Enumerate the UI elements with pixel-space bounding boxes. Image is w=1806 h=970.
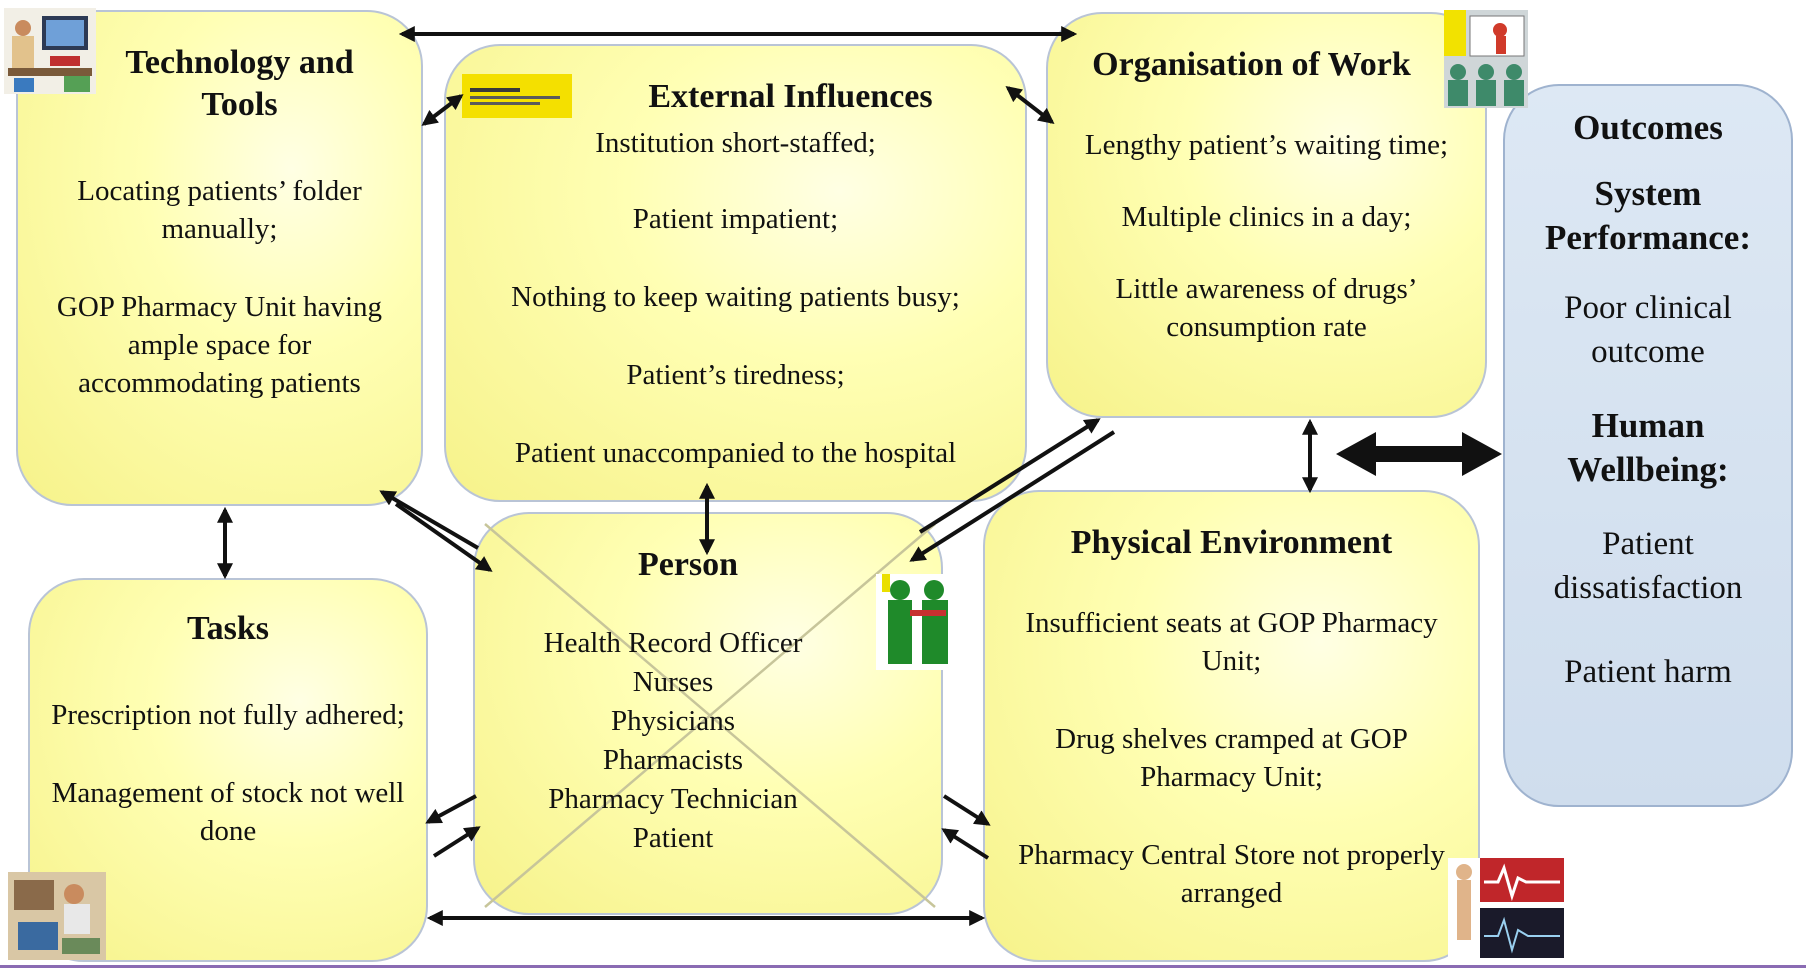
organisation-item: Multiple clinics in a day; xyxy=(1121,201,1412,233)
external-item: Nothing to keep waiting patients busy; xyxy=(511,281,960,313)
person-item: Patient xyxy=(632,822,714,854)
person-box: Person Health Record Officer Nurses Phys… xyxy=(473,512,943,915)
external-influences-title: External Influences xyxy=(648,78,933,115)
person-item: Pharmacists xyxy=(602,744,744,776)
person-cross-lines xyxy=(484,523,936,908)
tasks-title: Tasks xyxy=(187,610,269,647)
person-items: Health Record Officer Nurses Physicians … xyxy=(485,624,861,858)
person-item: Pharmacy Technician xyxy=(548,783,798,815)
external-item: Patient’s tiredness; xyxy=(626,359,845,391)
physical-environment-box: Physical Environment Insufficient seats … xyxy=(983,490,1480,962)
organisation-of-work-box: Organisation of Work Lengthy patient’s w… xyxy=(1046,12,1487,418)
physical-item: Pharmacy Central Store not properly arra… xyxy=(1018,839,1445,909)
green-people-picture xyxy=(876,574,966,670)
human-wellbeing-heading: Human Wellbeing: xyxy=(1567,406,1729,489)
organisation-item: Lengthy patient’s waiting time; xyxy=(1084,129,1449,161)
organisation-of-work-title: Organisation of Work xyxy=(1092,46,1411,83)
person-item: Physicians xyxy=(610,705,736,737)
organisation-items: Lengthy patient’s waiting time; Multiple… xyxy=(1066,126,1467,386)
person-title: Person xyxy=(637,546,739,583)
external-items: Institution short-staffed; Patient impat… xyxy=(456,124,1015,512)
arrow-person-tasks xyxy=(425,794,477,824)
tasks-item: Prescription not fully adhered; xyxy=(51,699,405,731)
person-item: Nurses xyxy=(632,666,714,698)
arrow-physical-person xyxy=(941,828,990,860)
bottom-accent-line xyxy=(0,965,1806,968)
human-wellbeing-item: Patient harm xyxy=(1564,654,1732,690)
arrow-tasks-person xyxy=(432,826,481,858)
physical-item: Insufficient seats at GOP Pharmacy Unit; xyxy=(1025,607,1438,677)
outcomes-title: Outcomes xyxy=(1573,108,1723,147)
external-item: Patient impatient; xyxy=(632,203,839,235)
arrow-person-physical xyxy=(942,794,991,826)
tasks-item: Management of stock not well done xyxy=(51,777,405,847)
technology-items: Locating patients’ folder manually; GOP … xyxy=(36,172,403,442)
outcomes-content: Outcomes System Performance: Poor clinic… xyxy=(1513,106,1783,694)
physical-items: Insufficient seats at GOP Pharmacy Unit;… xyxy=(1003,604,1460,952)
system-performance-heading: System Performance: xyxy=(1545,174,1751,257)
physical-item: Drug shelves cramped at GOP Pharmacy Uni… xyxy=(1055,723,1408,793)
arrow-to-outcomes xyxy=(1336,432,1502,476)
medical-work-picture xyxy=(8,872,106,960)
yellow-banner-logo xyxy=(462,74,572,118)
technology-and-tools-box: Technology and Tools Locating patients’ … xyxy=(16,10,423,506)
person-item: Health Record Officer xyxy=(543,627,803,659)
technology-item: Locating patients’ folder manually; xyxy=(77,175,362,245)
tasks-items: Prescription not fully adhered; Manageme… xyxy=(48,696,408,890)
technology-and-tools-title: Technology and Tools xyxy=(125,44,354,123)
hospital-environment-picture xyxy=(1448,858,1564,960)
meeting-presentation-picture xyxy=(1444,10,1528,108)
external-item: Institution short-staffed; xyxy=(595,127,876,159)
external-item: Patient unaccompanied to the hospital xyxy=(514,437,957,469)
technology-item: GOP Pharmacy Unit having ample space for… xyxy=(56,291,383,399)
system-performance-item: Poor clinical outcome xyxy=(1564,290,1732,370)
computer-workstation-picture xyxy=(4,8,96,94)
human-wellbeing-item: Patient dissatisfaction xyxy=(1553,526,1743,606)
physical-environment-title: Physical Environment xyxy=(1070,524,1393,561)
organisation-item: Little awareness of drugs’ consumption r… xyxy=(1115,273,1418,343)
outcomes-box: Outcomes System Performance: Poor clinic… xyxy=(1503,84,1793,807)
